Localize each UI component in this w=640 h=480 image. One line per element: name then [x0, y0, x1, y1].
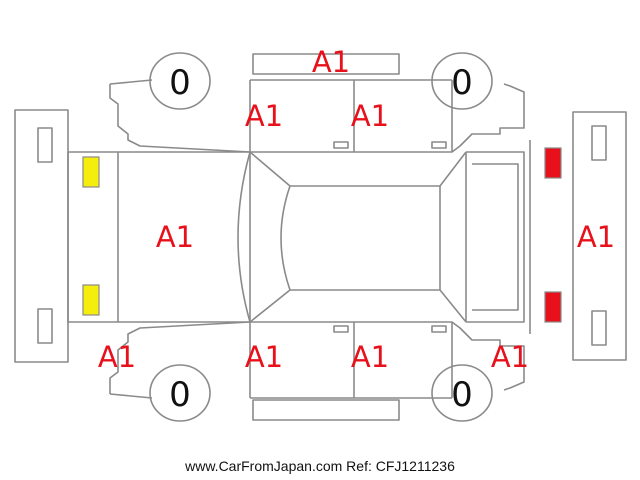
tire-reading-rear-top: 0	[451, 63, 473, 103]
footer-credit: www.CarFromJapan.com Ref: CFJ1211236	[185, 458, 455, 474]
damage-mark-bottom-front-door: A1	[245, 340, 283, 374]
damage-mark-top-front-door: A1	[245, 99, 283, 133]
damage-mark-rear-bumper-corner: A1	[491, 340, 529, 374]
bottom-body-side	[109, 321, 525, 421]
damage-mark-hood: A1	[156, 220, 194, 254]
tire-rear-bottom	[431, 364, 493, 422]
damage-mark-rear: A1	[577, 220, 615, 254]
top-body-side	[109, 53, 525, 153]
damage-mark-top-rear-door: A1	[351, 99, 389, 133]
headlight-top	[82, 156, 100, 188]
body-top-view	[67, 140, 531, 334]
tire-front-bottom	[149, 364, 211, 422]
damage-mark-front-bumper-corner: A1	[98, 340, 136, 374]
rear-bumper	[572, 111, 627, 361]
tire-rear-top	[431, 52, 493, 110]
damage-mark-top-edge: A1	[312, 45, 350, 79]
tire-front-top	[149, 52, 211, 110]
front-bumper	[14, 109, 69, 363]
damage-mark-bottom-rear-door: A1	[351, 340, 389, 374]
taillight-bottom	[544, 291, 562, 323]
headlight-bottom	[82, 284, 100, 316]
taillight-top	[544, 147, 562, 179]
tire-reading-front-bottom: 0	[169, 375, 191, 415]
tire-reading-rear-bottom: 0	[451, 375, 473, 415]
tire-reading-front-top: 0	[169, 63, 191, 103]
